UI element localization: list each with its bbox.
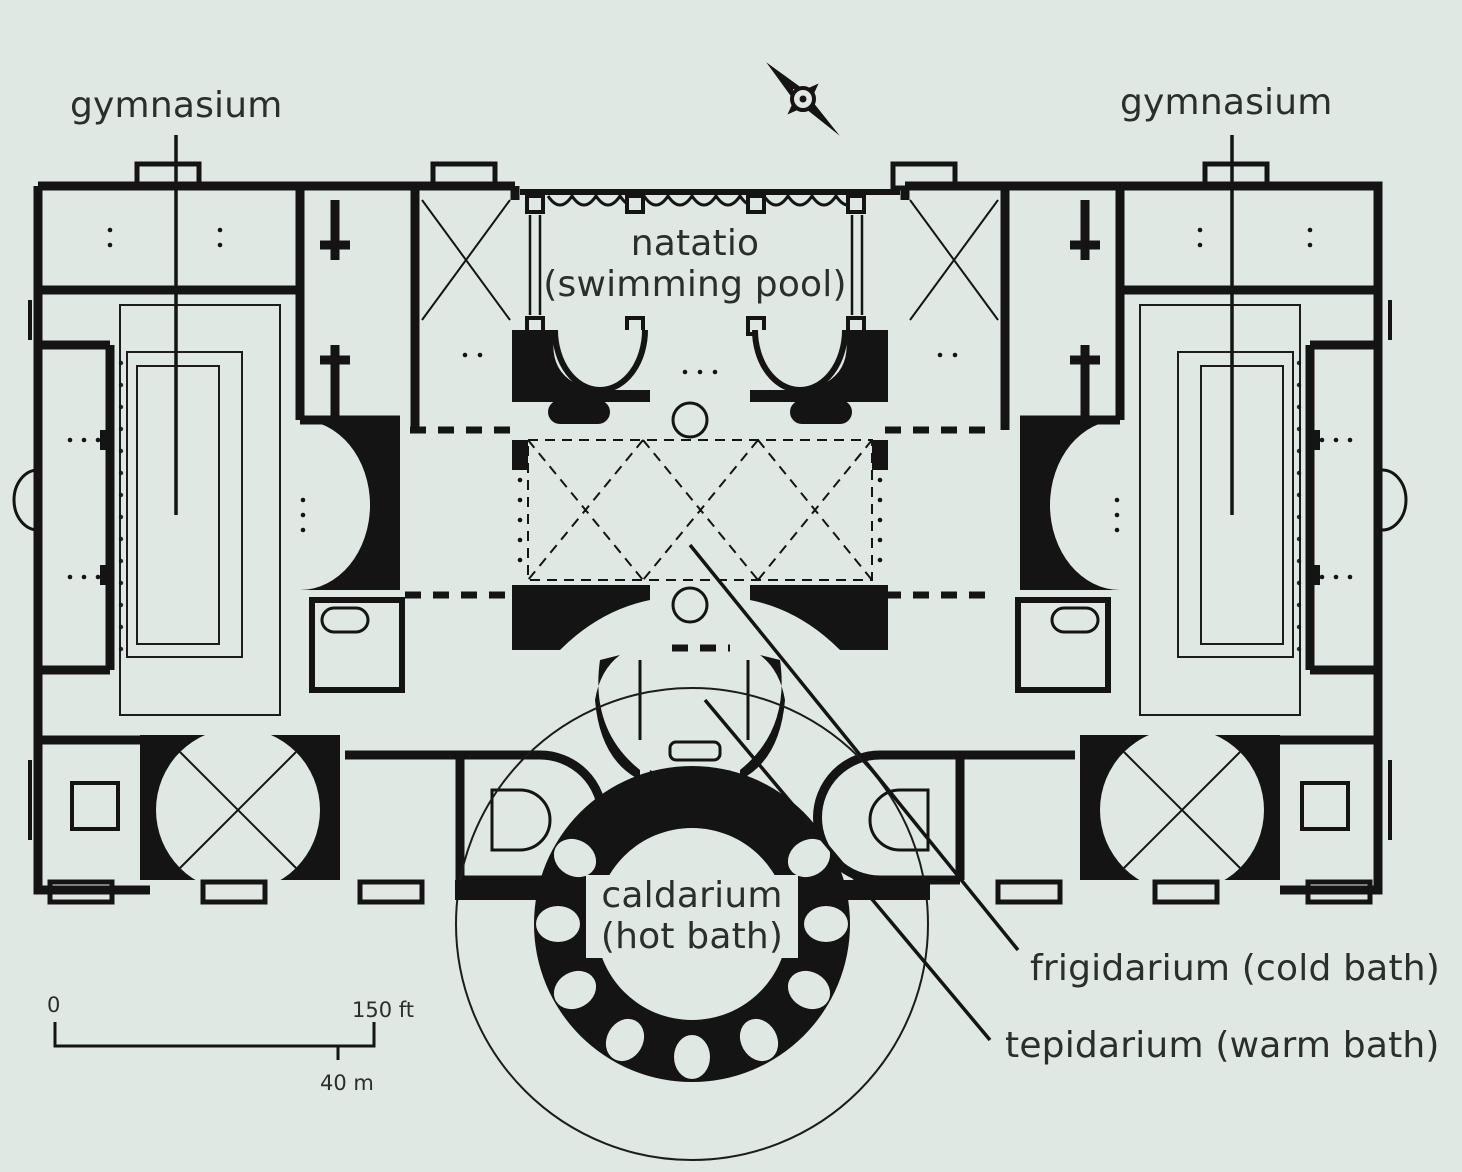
compass-rose-icon — [766, 62, 840, 136]
natatio-subtitle: (swimming pool) — [543, 264, 847, 306]
top-porches — [134, 161, 1270, 191]
leader-lines — [174, 135, 1234, 1042]
scale-bar — [53, 1022, 376, 1060]
gymnasium-right-label: gymnasium — [1120, 82, 1333, 123]
scale-meters-label: 40 m — [320, 1071, 374, 1095]
frigidarium-label: frigidarium (cold bath) — [1030, 948, 1441, 989]
tepidarium-label: tepidarium (warm bath) — [1005, 1025, 1440, 1066]
gymnasium-left-label: gymnasium — [70, 85, 283, 126]
caldarium-title: caldarium — [601, 875, 783, 916]
caldarium-subtitle: (hot bath) — [600, 916, 784, 958]
scale-zero-label: 0 — [47, 993, 61, 1017]
scale-feet-label: 150 ft — [352, 998, 415, 1022]
natatio-title: natatio — [630, 223, 760, 264]
caldarium-label: caldarium (hot bath) — [586, 875, 798, 958]
left-wing — [12, 186, 607, 905]
natatio-label: natatio (swimming pool) — [540, 223, 850, 306]
frigidarium-hall — [405, 329, 995, 652]
